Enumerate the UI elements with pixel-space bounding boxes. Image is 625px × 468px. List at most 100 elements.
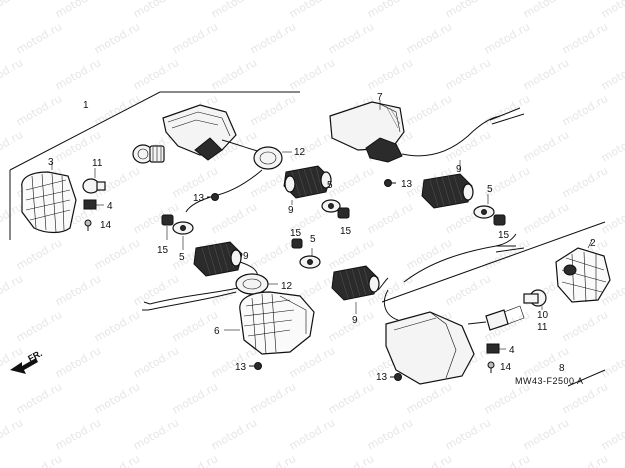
callout-12-lower: 12 [281, 281, 293, 292]
cable-front-right-ends [489, 107, 525, 125]
watermark-text: motod.ru [170, 20, 220, 56]
washer-5-a [321, 199, 341, 213]
watermark-text: motod.ru [326, 380, 376, 416]
watermark-text: motod.ru [521, 128, 571, 164]
watermark-text: motod.ru [443, 128, 493, 164]
callout-14-right: 14 [500, 362, 512, 373]
cable-9-d [377, 277, 389, 291]
cable-front-right [401, 115, 501, 157]
grommet-12-lower [235, 273, 269, 295]
callout-2: 2 [590, 238, 596, 249]
watermark-text: motod.ru [599, 344, 625, 380]
watermark-text: motod.ru [443, 0, 493, 21]
watermark-text: motod.ru [53, 56, 103, 92]
callout-15-left: 15 [157, 245, 169, 256]
watermark-text: motod.ru [287, 344, 337, 380]
watermark-text: motod.ru [14, 92, 64, 128]
callout-14-left: 14 [100, 220, 112, 231]
watermark-text: motod.ru [92, 308, 142, 344]
callout-9-left: 9 [243, 251, 249, 262]
watermark-text: motod.ru [521, 56, 571, 92]
cable-rear-right [383, 233, 517, 321]
watermark-text: motod.ru [599, 56, 625, 92]
watermark-text: motod.ru [521, 0, 571, 21]
watermark-text: motod.ru [131, 416, 181, 452]
lens-front-left [21, 171, 77, 234]
callout-1: 1 [83, 100, 89, 111]
winker-housing-front-left [162, 104, 237, 161]
watermark-text: motod.ru [365, 0, 415, 21]
watermark-text: motod.ru [53, 416, 103, 452]
washer-5-c [299, 255, 321, 269]
watermark-text: motod.ru [131, 272, 181, 308]
watermark-text: motod.ru [248, 92, 298, 128]
watermark-text: motod.ru [560, 20, 610, 56]
clip-rear-right [486, 343, 500, 354]
bulb-front-left [82, 178, 106, 194]
cable-rear-left-ends [142, 301, 151, 311]
winker-rear-left [239, 291, 315, 355]
callout-15-right: 15 [498, 230, 510, 241]
callout-12-upper: 12 [294, 147, 306, 158]
watermark-text: motod.ru [287, 416, 337, 452]
callout-5-upper: 5 [327, 180, 333, 191]
cable-socket-rear-right [467, 321, 487, 325]
watermark-text: motod.ru [365, 416, 415, 452]
washer-5-d [473, 205, 495, 219]
callout-10: 10 [537, 310, 549, 321]
watermark-text: motod.ru [404, 452, 454, 468]
watermark-text: motod.ru [53, 272, 103, 308]
nut-15-c [291, 238, 303, 249]
watermark-text: motod.ru [560, 92, 610, 128]
watermark-text: motod.ru [248, 20, 298, 56]
watermark-text: motod.ru [248, 236, 298, 272]
watermark-text: motod.ru [53, 0, 103, 21]
watermark-text: motod.ru [209, 200, 259, 236]
watermark-text: motod.ru [326, 452, 376, 468]
watermark-text: motod.ru [404, 20, 454, 56]
winker-housing-front-right [329, 101, 405, 163]
watermark-text: motod.ru [92, 380, 142, 416]
watermark-text: motod.ru [209, 416, 259, 452]
callout-9-right: 9 [456, 164, 462, 175]
callout-13-lower-right: 13 [376, 372, 388, 383]
callout-13-lower-left: 13 [235, 362, 247, 373]
watermark-text: motod.ru [14, 452, 64, 468]
socket-front-left [132, 144, 165, 164]
mount-rubber-9-b [193, 241, 243, 277]
bolt-13-d [390, 373, 402, 381]
screw-14-left [84, 219, 92, 231]
watermark-text: motod.ru [14, 20, 64, 56]
callout-9-center: 9 [352, 315, 358, 326]
watermark-text: motod.ru [326, 308, 376, 344]
watermark-text: motod.ru [482, 164, 532, 200]
watermark-text: motod.ru [0, 56, 25, 92]
callout-4-left: 4 [107, 201, 113, 212]
cable-rear-right-ends [495, 245, 525, 253]
watermark-text: motod.ru [170, 308, 220, 344]
watermark-text: motod.ru [131, 56, 181, 92]
watermark-text: motod.ru [365, 56, 415, 92]
front-arrow [10, 358, 38, 374]
callout-3: 3 [48, 157, 54, 168]
winker-housing-rear-right [385, 311, 475, 385]
watermark-text: motod.ru [0, 0, 25, 21]
watermark-text: motod.ru [92, 236, 142, 272]
callout-11-right: 11 [537, 322, 548, 333]
watermark-text: motod.ru [599, 200, 625, 236]
watermark-text: motod.ru [404, 380, 454, 416]
bulb-rear-right [523, 289, 547, 307]
watermark-text: motod.ru [0, 344, 25, 380]
watermark-text: motod.ru [248, 452, 298, 468]
front-arrow-label: FR. [26, 348, 43, 364]
socket-rear-right [485, 305, 525, 331]
watermark-text: motod.ru [365, 200, 415, 236]
cable-rear-left [147, 287, 239, 311]
callout-4-right: 4 [509, 345, 515, 356]
watermark-text: motod.ru [287, 56, 337, 92]
callout-11-left: 11 [92, 158, 103, 169]
watermark-text: motod.ru [248, 380, 298, 416]
watermark-text: motod.ru [326, 236, 376, 272]
callout-5-right: 5 [487, 184, 493, 195]
